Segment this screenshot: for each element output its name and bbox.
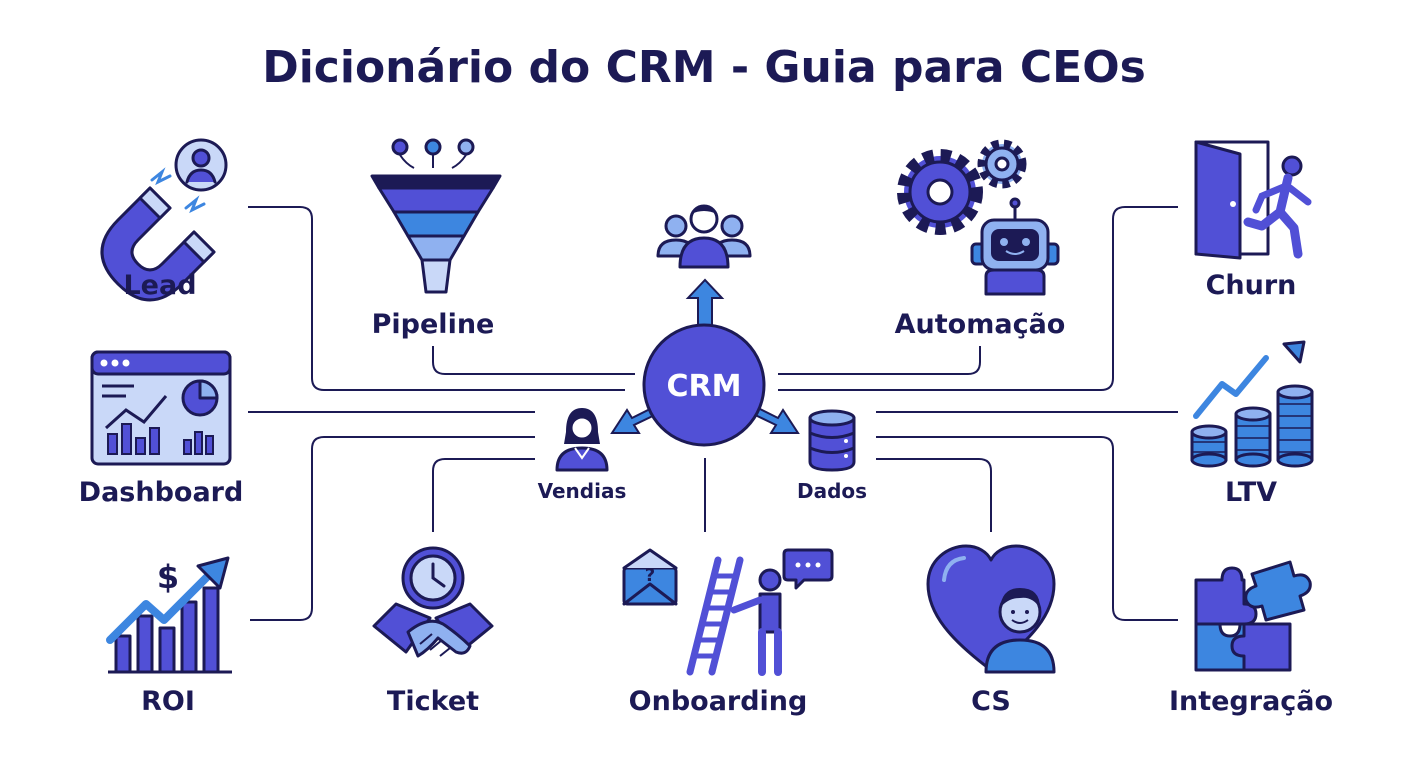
heart-person-icon [926,544,1056,674]
roi-node: $ ROI [106,556,232,717]
saleswoman-icon [555,408,609,472]
svg-text:$: $ [157,558,179,596]
magnet-person-icon [100,138,228,302]
puzzle-icon [1194,560,1312,672]
vendas-label: Vendias [538,479,627,503]
hub-arrows [610,278,800,434]
onboarding-node: ? Onboarding [622,548,834,717]
analytics-window-icon [90,350,232,466]
dollar-growth-chart-icon: $ [106,556,232,674]
ladder-envelope-icon: ? [622,548,834,676]
gears-robot-icon [897,139,1060,296]
connector-lines [248,206,1178,621]
dados-node: Dados [797,409,867,503]
dashboard-label: Dashboard [79,477,244,508]
automacao-node: Automação [895,139,1066,340]
dados-label: Dados [797,479,867,503]
hub-label: CRM [667,369,742,404]
vendas-node: Vendias [538,408,627,503]
coin-stacks-growth-icon [1190,340,1314,468]
pipeline-label: Pipeline [372,309,495,340]
cs-label: CS [971,686,1011,717]
lead-node: Lead [100,138,228,302]
ltv-label: LTV [1225,477,1277,508]
team-icon [656,204,752,269]
database-icon [808,409,856,472]
integracao-label: Integração [1169,686,1333,717]
integracao-node: Integração [1169,560,1333,717]
roi-label: ROI [141,686,195,717]
ticket-label: Ticket [387,686,479,717]
onboarding-label: Onboarding [629,686,808,717]
page-title: Dicionário do CRM - Guia para CEOs [262,42,1146,93]
ltv-node: LTV [1190,340,1314,508]
crm-hub: CRM [642,323,766,447]
funnel-icon [370,138,502,294]
pipeline-node: Pipeline [370,138,502,340]
clock-handshake-icon [372,546,494,658]
dashboard-node: Dashboard [79,350,244,508]
lead-label: Lead [123,270,196,301]
svg-text:?: ? [645,565,655,586]
exit-door-icon [1194,140,1312,260]
churn-node: Churn [1194,140,1312,301]
cs-node: CS [926,544,1056,717]
ticket-node: Ticket [372,546,494,717]
churn-label: Churn [1206,270,1297,301]
automacao-label: Automação [895,309,1066,340]
